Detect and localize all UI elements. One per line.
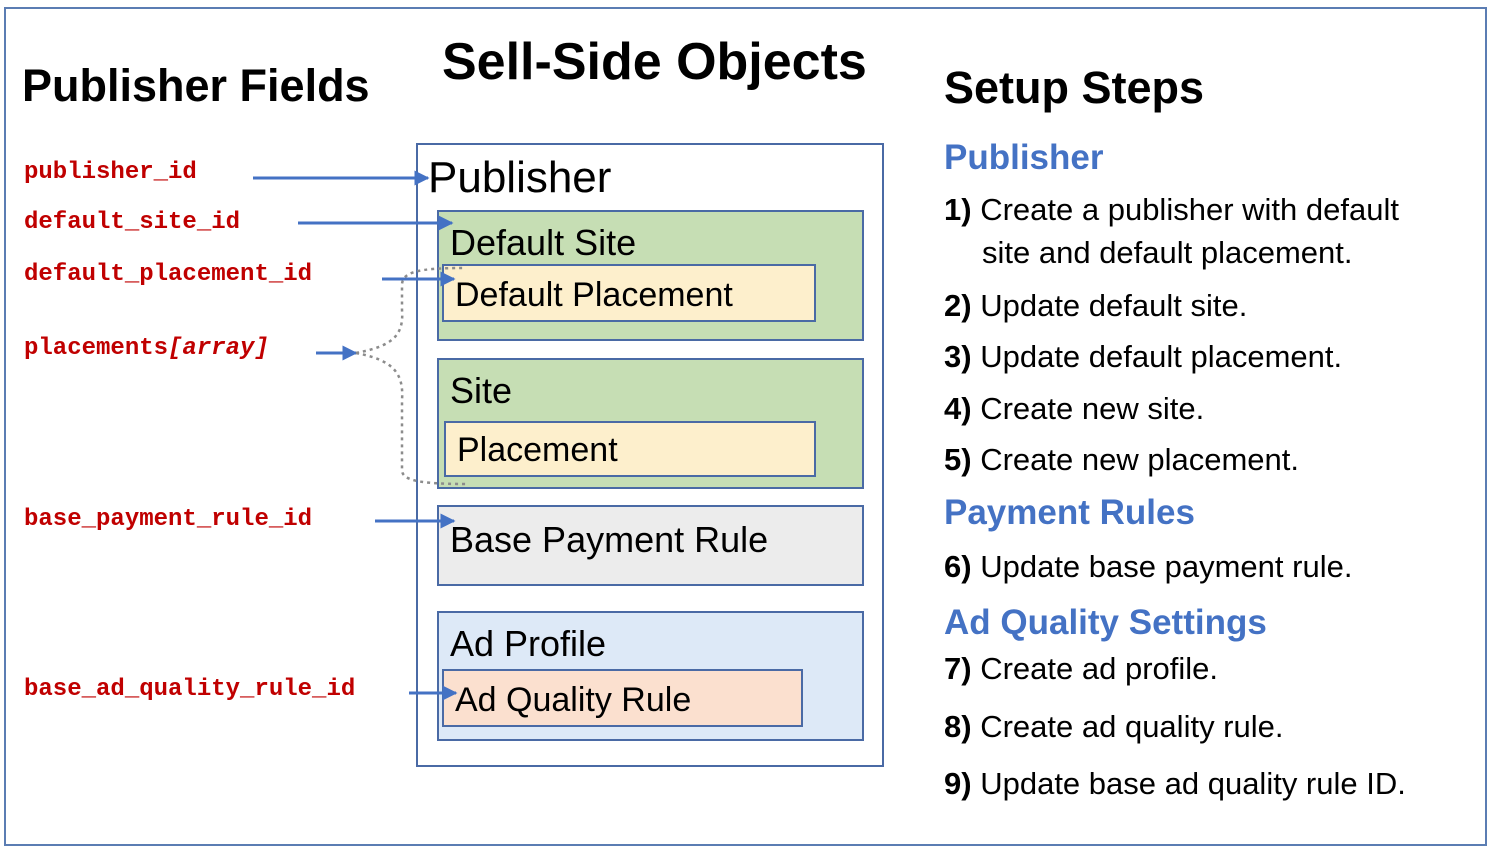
step-text: Create a publisher with default xyxy=(980,192,1399,227)
step-text-continued: site and default placement. xyxy=(982,235,1353,270)
publisher-fields-heading: Publisher Fields xyxy=(22,60,370,111)
step-text: Create ad quality rule. xyxy=(980,709,1284,744)
field-default-placement-id: default_placement_id xyxy=(24,261,313,288)
base-payment-rule-label: Base Payment Rule xyxy=(450,519,769,560)
step-number: 6) xyxy=(944,549,972,584)
step-text: Update default site. xyxy=(980,288,1248,323)
base-payment-rule-object: Base Payment Rule xyxy=(437,505,864,586)
section-publisher: Publisher xyxy=(944,138,1104,177)
step-text: Create new site. xyxy=(980,391,1205,426)
step-4: 4) Create new site. xyxy=(944,387,1204,430)
step-7: 7) Create ad profile. xyxy=(944,647,1218,690)
step-text: Update base payment rule. xyxy=(980,549,1353,584)
step-number: 8) xyxy=(944,709,972,744)
step-text: Create ad profile. xyxy=(980,651,1219,686)
field-base-ad-quality-rule-id: base_ad_quality_rule_id xyxy=(24,676,356,703)
step-2: 2) Update default site. xyxy=(944,284,1247,327)
ad-quality-rule-label: Ad Quality Rule xyxy=(455,681,692,719)
diagram-title: Sell-Side Objects xyxy=(442,33,867,91)
default-placement-object: Default Placement xyxy=(442,264,816,322)
step-number: 2) xyxy=(944,288,972,323)
default-site-label: Default Site xyxy=(450,222,637,263)
step-number: 5) xyxy=(944,442,972,477)
publisher-object-label: Publisher xyxy=(428,153,612,202)
ad-profile-label: Ad Profile xyxy=(450,623,607,664)
step-8: 8) Create ad quality rule. xyxy=(944,705,1283,748)
step-number: 9) xyxy=(944,766,972,801)
step-9: 9) Update base ad quality rule ID. xyxy=(944,762,1406,805)
ad-quality-rule-object: Ad Quality Rule xyxy=(442,669,803,727)
step-number: 4) xyxy=(944,391,972,426)
setup-steps-heading: Setup Steps xyxy=(944,62,1205,113)
step-1: 1) Create a publisher with default site … xyxy=(944,188,1399,274)
placement-object: Placement xyxy=(444,421,816,477)
step-number: 1) xyxy=(944,192,972,227)
placements-bracket-upper xyxy=(355,266,465,355)
step-text: Create new placement. xyxy=(980,442,1299,477)
field-placements-type: [array] xyxy=(168,335,269,362)
field-placements-name: placements xyxy=(24,335,169,362)
placement-label: Placement xyxy=(457,431,618,469)
default-placement-label: Default Placement xyxy=(455,276,733,314)
step-text: Update default placement. xyxy=(980,339,1343,374)
section-ad-quality-settings: Ad Quality Settings xyxy=(944,603,1267,642)
step-number: 7) xyxy=(944,651,972,686)
step-5: 5) Create new placement. xyxy=(944,438,1299,481)
step-text: Update base ad quality rule ID. xyxy=(980,766,1406,801)
field-publisher-id: publisher_id xyxy=(24,159,197,186)
field-default-site-id: default_site_id xyxy=(24,209,241,236)
step-6: 6) Update base payment rule. xyxy=(944,545,1352,588)
section-payment-rules: Payment Rules xyxy=(944,493,1195,532)
step-3: 3) Update default placement. xyxy=(944,335,1342,378)
field-placements: placements[array] xyxy=(24,335,269,362)
diagram-frame xyxy=(4,7,1487,846)
step-number: 3) xyxy=(944,339,972,374)
placements-bracket-lower xyxy=(355,351,467,486)
site-label: Site xyxy=(450,370,513,411)
field-base-payment-rule-id: base_payment_rule_id xyxy=(24,506,313,533)
